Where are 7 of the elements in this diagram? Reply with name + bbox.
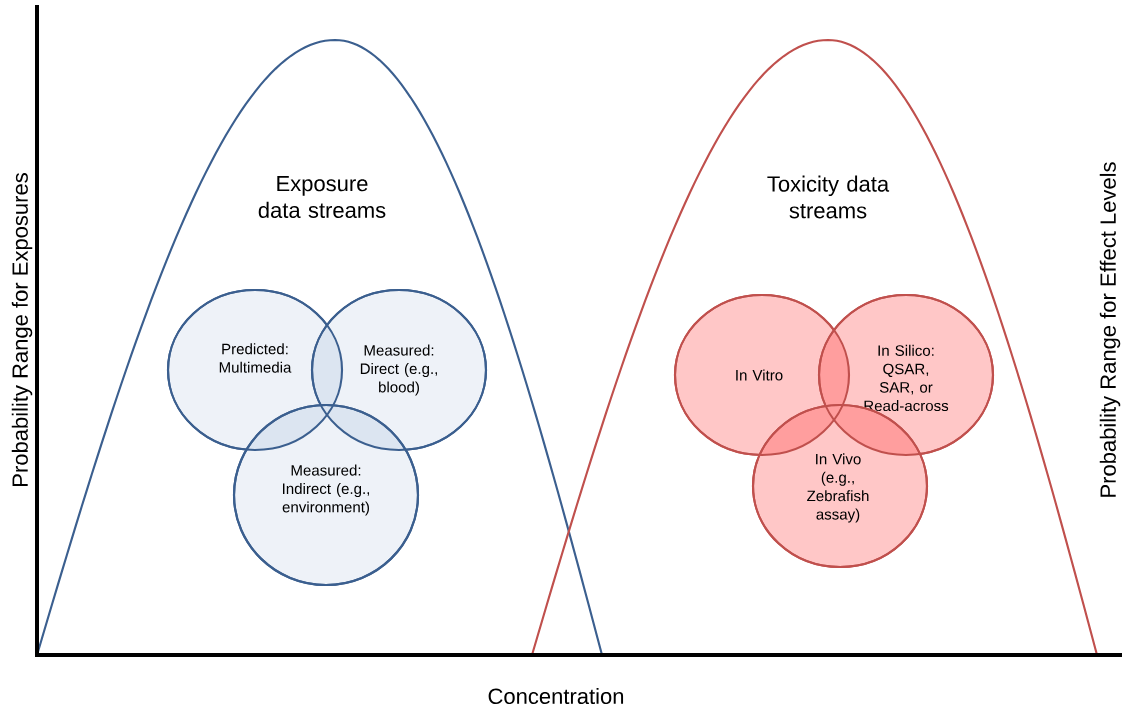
curve-title: Toxicity data streams (767, 175, 890, 219)
axis-label: Probability Range for Exposures (11, 173, 33, 486)
axis-label: Concentration (488, 687, 624, 705)
node-label: Measured: Direct (e.g., blood) (360, 344, 437, 396)
node-label: Measured: Indirect (e.g., environment) (282, 464, 370, 516)
curve-title: Exposure data streams (258, 176, 386, 218)
axis-label: Probability Range for Effect Levels (1099, 162, 1121, 497)
